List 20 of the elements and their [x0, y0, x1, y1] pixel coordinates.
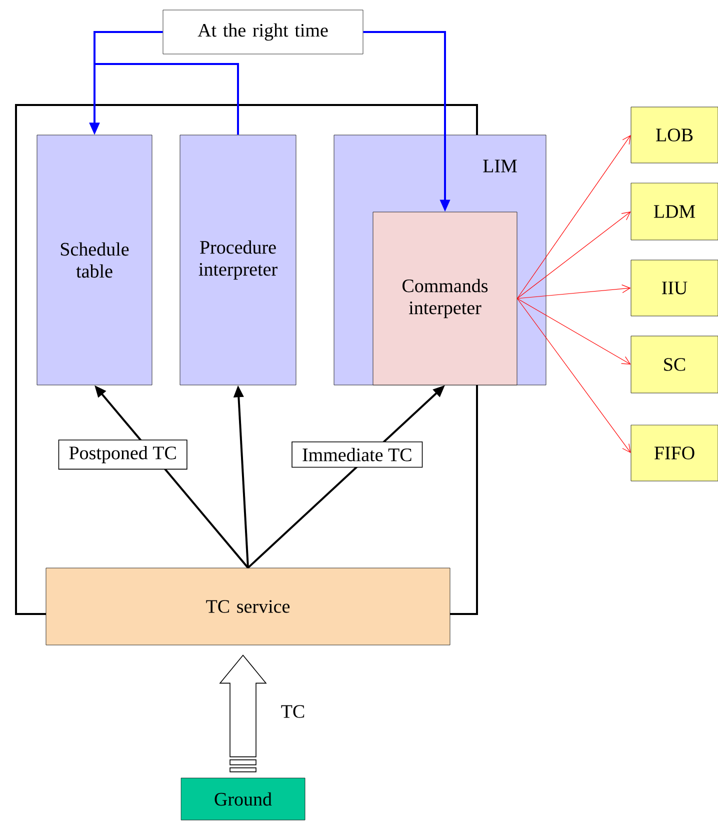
edge-label: Postponed TC: [58, 440, 188, 470]
block-arrow: [219, 654, 267, 772]
arrow: [516, 298, 631, 453]
ground-box: Ground: [180, 778, 306, 820]
device-box: SC: [630, 336, 718, 394]
edge-label: TC: [281, 705, 304, 718]
arrow: [516, 284, 631, 299]
edge-label: Immediate TC: [292, 442, 423, 468]
arrow: [516, 212, 631, 299]
device-box: LOB: [630, 106, 718, 164]
arrow: [516, 135, 631, 299]
service-box: TC service: [46, 568, 450, 646]
device-box: IIU: [630, 260, 718, 316]
device-box: FIFO: [630, 424, 718, 482]
arrow: [516, 298, 631, 364]
device-box: LDM: [630, 182, 718, 240]
note-box: At the right time: [162, 10, 364, 54]
module-box: Procedure interpreter: [180, 134, 296, 386]
module-box: Schedule table: [36, 134, 152, 386]
module-box: Commands interpeter: [372, 212, 518, 386]
